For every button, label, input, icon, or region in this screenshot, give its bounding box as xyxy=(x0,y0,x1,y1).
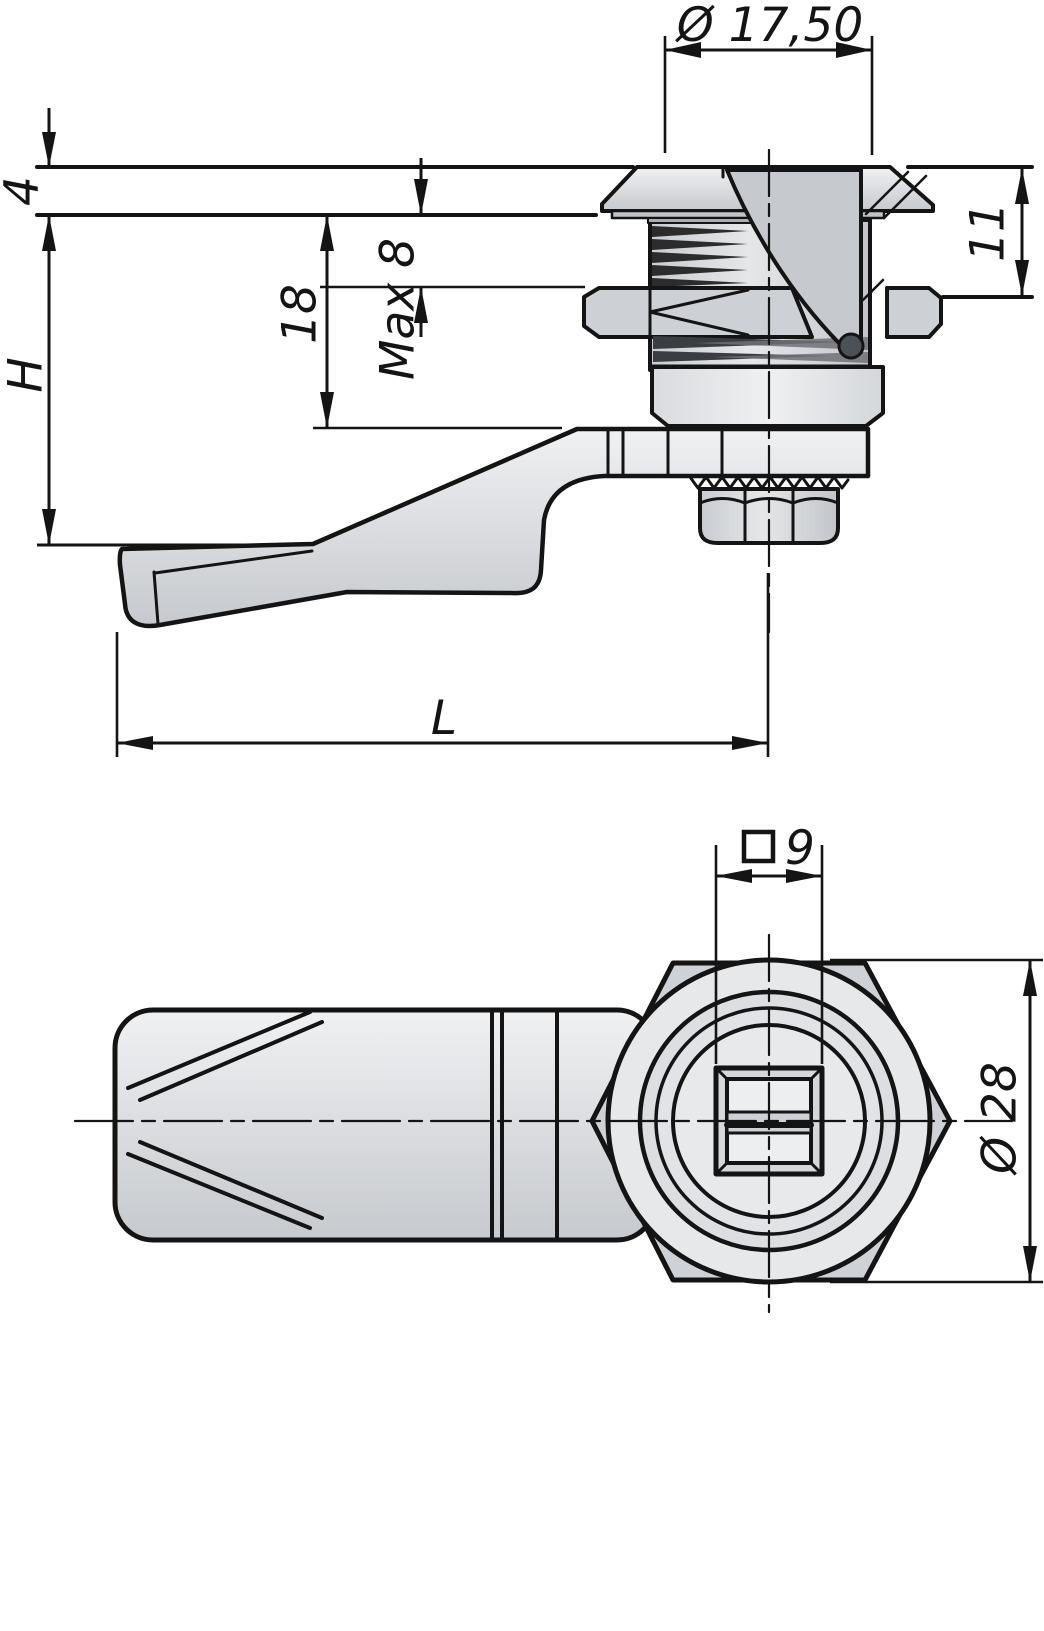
detent-ball xyxy=(837,332,865,360)
panel-lines xyxy=(35,165,1034,299)
handle-bevel-lines xyxy=(126,1008,559,1242)
dimension-protrusion: 11 xyxy=(961,168,1029,296)
front-view-dimensions: 9 Ø 28 xyxy=(714,821,1043,1284)
dim-label-total-height: H xyxy=(0,357,54,392)
dim-label-head-diameter: Ø 17,50 xyxy=(675,0,864,53)
fixing-nut xyxy=(698,487,840,545)
cam-lever xyxy=(117,426,871,629)
dimension-head-height: 4 xyxy=(0,108,56,206)
lower-cylinder xyxy=(650,365,885,428)
dim-label-cam-length: L xyxy=(431,691,457,746)
dimension-total-height: H xyxy=(0,215,300,547)
dim-label-head-height: 4 xyxy=(0,176,50,206)
dim-label-protrusion: 11 xyxy=(961,202,1016,262)
dim-label-square-socket: 9 xyxy=(785,821,815,876)
socket-corner-bevels xyxy=(714,1066,824,1176)
thread-serrations xyxy=(652,226,748,287)
fixing-nut-facets xyxy=(698,487,840,545)
dim-label-outer-diameter: Ø 28 xyxy=(973,1062,1028,1176)
top-view-dimensions: Ø 17,50 4 H 18 xyxy=(0,0,1029,757)
dim-label-thread-exposed: 18 xyxy=(273,284,328,344)
side-section-view xyxy=(35,148,1034,634)
nut-facet-bevel-bottom xyxy=(648,310,750,337)
section-hatching xyxy=(861,170,928,302)
dimension-cam-length: L xyxy=(115,573,770,757)
dimension-max-grip: Max 8 xyxy=(320,158,585,380)
dim-label-max-grip: Max 8 xyxy=(371,238,426,380)
dimension-square-socket: 9 xyxy=(714,821,824,1064)
cam-lever-detail-lines xyxy=(152,427,724,626)
mounting-nut-right-lobe xyxy=(885,286,943,339)
nut-facet-bevel-top xyxy=(648,288,750,314)
square-symbol-icon xyxy=(741,829,776,864)
cam-handle-front xyxy=(112,1007,658,1243)
mounting-nut-front xyxy=(582,286,814,339)
dimension-outer-diameter: Ø 28 xyxy=(830,958,1043,1284)
dimension-head-diameter: Ø 17,50 xyxy=(663,0,874,155)
front-view xyxy=(73,933,1014,1314)
dimension-thread-exposed: 18 xyxy=(273,215,562,430)
